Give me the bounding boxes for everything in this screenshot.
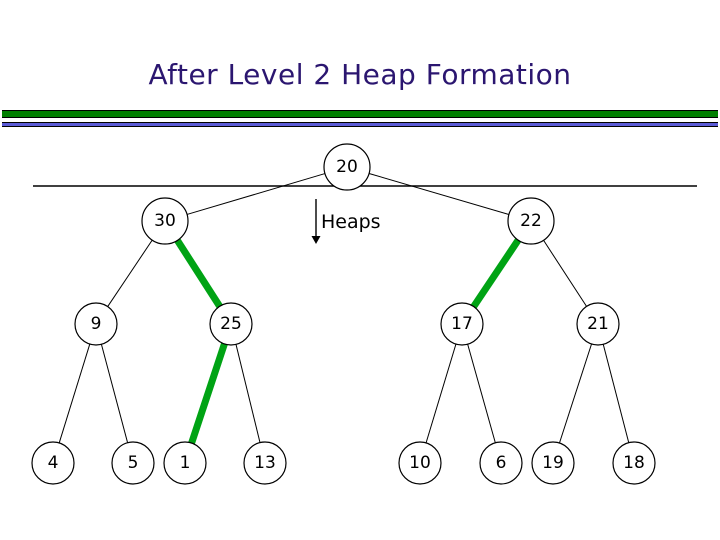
tree-edge-22-17: [470, 238, 522, 309]
tree-edge-20-30: [186, 173, 326, 215]
tree-edge-25-1: [188, 342, 228, 445]
node-label-19: 19: [542, 453, 564, 473]
node-circle-25: [209, 302, 253, 346]
node-label-30: 30: [154, 211, 176, 231]
tree-node-25[interactable]: 25: [209, 302, 253, 346]
tree-node-20[interactable]: 20: [323, 143, 371, 191]
tree-node-19[interactable]: 19: [531, 441, 575, 485]
node-circle-22: [507, 197, 555, 245]
tree-edge-9-4: [58, 343, 91, 444]
node-circle-20: [323, 143, 371, 191]
tree-node-6[interactable]: 6: [479, 441, 523, 485]
tree-node-4[interactable]: 4: [31, 441, 75, 485]
tree-edge-30-9: [107, 239, 153, 307]
tree-node-18[interactable]: 18: [612, 441, 656, 485]
node-label-5: 5: [128, 453, 139, 473]
tree-edge-21-19: [558, 343, 593, 444]
node-circle-5: [111, 441, 155, 485]
tree-node-5[interactable]: 5: [111, 441, 155, 485]
heaps-annotation-label: Heaps: [321, 211, 381, 233]
node-label-13: 13: [254, 453, 276, 473]
node-circle-4: [31, 441, 75, 485]
tree-node-13[interactable]: 13: [243, 441, 287, 485]
tree-nodes-group: 20 30 22 9 25 17 21 4 5 1 13 10 6 19 18: [31, 143, 656, 485]
node-label-10: 10: [409, 453, 431, 473]
node-label-9: 9: [91, 314, 102, 334]
tree-edge-21-18: [602, 344, 630, 443]
title-divider-green-bar: [2, 110, 718, 118]
node-circle-1: [163, 441, 207, 485]
tree-node-10[interactable]: 10: [398, 441, 442, 485]
heaps-annotation-group: Heaps: [311, 199, 381, 244]
node-label-21: 21: [587, 314, 609, 334]
node-label-18: 18: [623, 453, 645, 473]
node-circle-10: [398, 441, 442, 485]
heaps-arrow-head-icon: [311, 236, 321, 244]
tree-node-21[interactable]: 21: [576, 302, 620, 346]
node-label-22: 22: [520, 211, 542, 231]
node-label-25: 25: [220, 314, 242, 334]
tree-node-1[interactable]: 1: [163, 441, 207, 485]
node-circle-9: [74, 302, 118, 346]
tree-node-17[interactable]: 17: [440, 302, 484, 346]
node-circle-6: [479, 441, 523, 485]
tree-edge-22-21: [543, 240, 587, 307]
tree-edge-30-25: [174, 238, 223, 309]
node-label-1: 1: [180, 453, 191, 473]
node-circle-13: [243, 441, 287, 485]
page-title: After Level 2 Heap Formation: [148, 58, 572, 91]
tree-node-22[interactable]: 22: [507, 197, 555, 245]
node-circle-17: [440, 302, 484, 346]
tree-edge-25-13: [235, 344, 261, 443]
node-circle-30: [141, 197, 189, 245]
tree-edge-17-6: [467, 344, 496, 443]
node-circle-19: [531, 441, 575, 485]
tree-edge-17-10: [425, 343, 457, 444]
title-divider-blue-bar: [2, 122, 718, 127]
node-label-20: 20: [336, 157, 358, 177]
node-label-4: 4: [48, 453, 59, 473]
tree-edges-group: [58, 172, 630, 445]
node-circle-21: [576, 302, 620, 346]
node-label-17: 17: [451, 314, 473, 334]
tree-node-30[interactable]: 30: [141, 197, 189, 245]
node-circle-18: [612, 441, 656, 485]
node-label-6: 6: [496, 453, 507, 473]
tree-edge-20-22: [368, 172, 510, 216]
tree-edge-9-5: [100, 344, 129, 443]
tree-node-9[interactable]: 9: [74, 302, 118, 346]
